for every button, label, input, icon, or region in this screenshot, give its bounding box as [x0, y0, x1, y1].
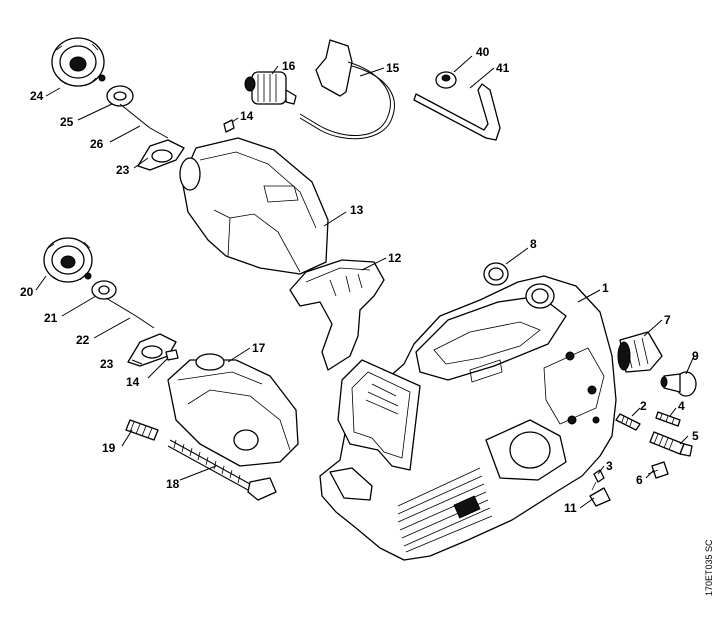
callout-14-lower: 14 [126, 375, 140, 389]
part-15-fuel-hose [299, 39, 395, 140]
part-1-crankcase [319, 275, 617, 561]
part-19-fitting [125, 419, 159, 441]
leader-lines [35, 55, 695, 509]
callout-8: 8 [530, 237, 537, 251]
callout-18: 18 [166, 477, 180, 491]
part-18-spring-hose [167, 439, 277, 501]
part-20-tank-cap [43, 237, 93, 283]
part-21-seal-ring [84, 272, 117, 300]
part-23-strap-upper [137, 139, 185, 171]
part-9-cap [660, 371, 697, 397]
part-14-screw-upper [223, 119, 235, 133]
part-16-pickup-body [244, 71, 297, 105]
callout-40: 40 [476, 45, 490, 59]
callout-14-upper: 14 [240, 109, 254, 123]
callout-4: 4 [678, 399, 685, 413]
callout-12: 12 [388, 251, 402, 265]
part-22-cord [105, 297, 155, 329]
part-40-grommet [435, 71, 457, 89]
part-24-tank-cap [51, 37, 105, 87]
part-26-cord [119, 103, 169, 139]
callout-5: 5 [692, 429, 699, 443]
callout-6: 6 [636, 473, 643, 487]
callout-23-upper: 23 [116, 163, 130, 177]
callout-2: 2 [640, 399, 647, 413]
callout-19: 19 [102, 441, 116, 455]
figure-code: 170ET035 SC [704, 539, 714, 596]
callout-25: 25 [60, 115, 74, 129]
part-7-sleeve [617, 331, 663, 373]
cooling-grille [329, 467, 493, 553]
callout-13: 13 [350, 203, 364, 217]
part-13-tank-housing [179, 137, 329, 275]
part-11-plug [589, 487, 611, 507]
part-8-bushing [483, 262, 509, 286]
callout-9: 9 [692, 349, 699, 363]
part-14-screw-lower [165, 349, 179, 361]
callout-23-lower: 23 [100, 357, 114, 371]
callout-20: 20 [20, 285, 34, 299]
part-23-strap-lower [127, 333, 177, 367]
callout-11: 11 [564, 501, 577, 515]
part-6-screw [647, 461, 669, 479]
callout-24: 24 [30, 89, 44, 103]
callout-41: 41 [496, 61, 510, 75]
callout-15: 15 [386, 61, 400, 75]
callout-17: 17 [252, 341, 266, 355]
part-5-bolt [649, 431, 693, 457]
part-41-handle-bar [413, 83, 501, 141]
part-25-seal-ring [98, 74, 134, 107]
part-2-pin [615, 413, 641, 431]
callout-7: 7 [664, 313, 671, 327]
callout-21: 21 [44, 311, 58, 325]
part-4-pin [655, 411, 681, 427]
part-17-oil-tank [167, 353, 299, 467]
callout-3: 3 [606, 459, 613, 473]
part-12-baffle [289, 259, 385, 371]
callout-16: 16 [282, 59, 296, 73]
callout-1: 1 [602, 281, 609, 295]
callout-numbers: 24 25 26 23 14 16 15 40 41 13 12 8 1 7 9… [20, 45, 699, 515]
callout-22: 22 [76, 333, 90, 347]
part-3-screw [591, 469, 605, 491]
callout-26: 26 [90, 137, 104, 151]
